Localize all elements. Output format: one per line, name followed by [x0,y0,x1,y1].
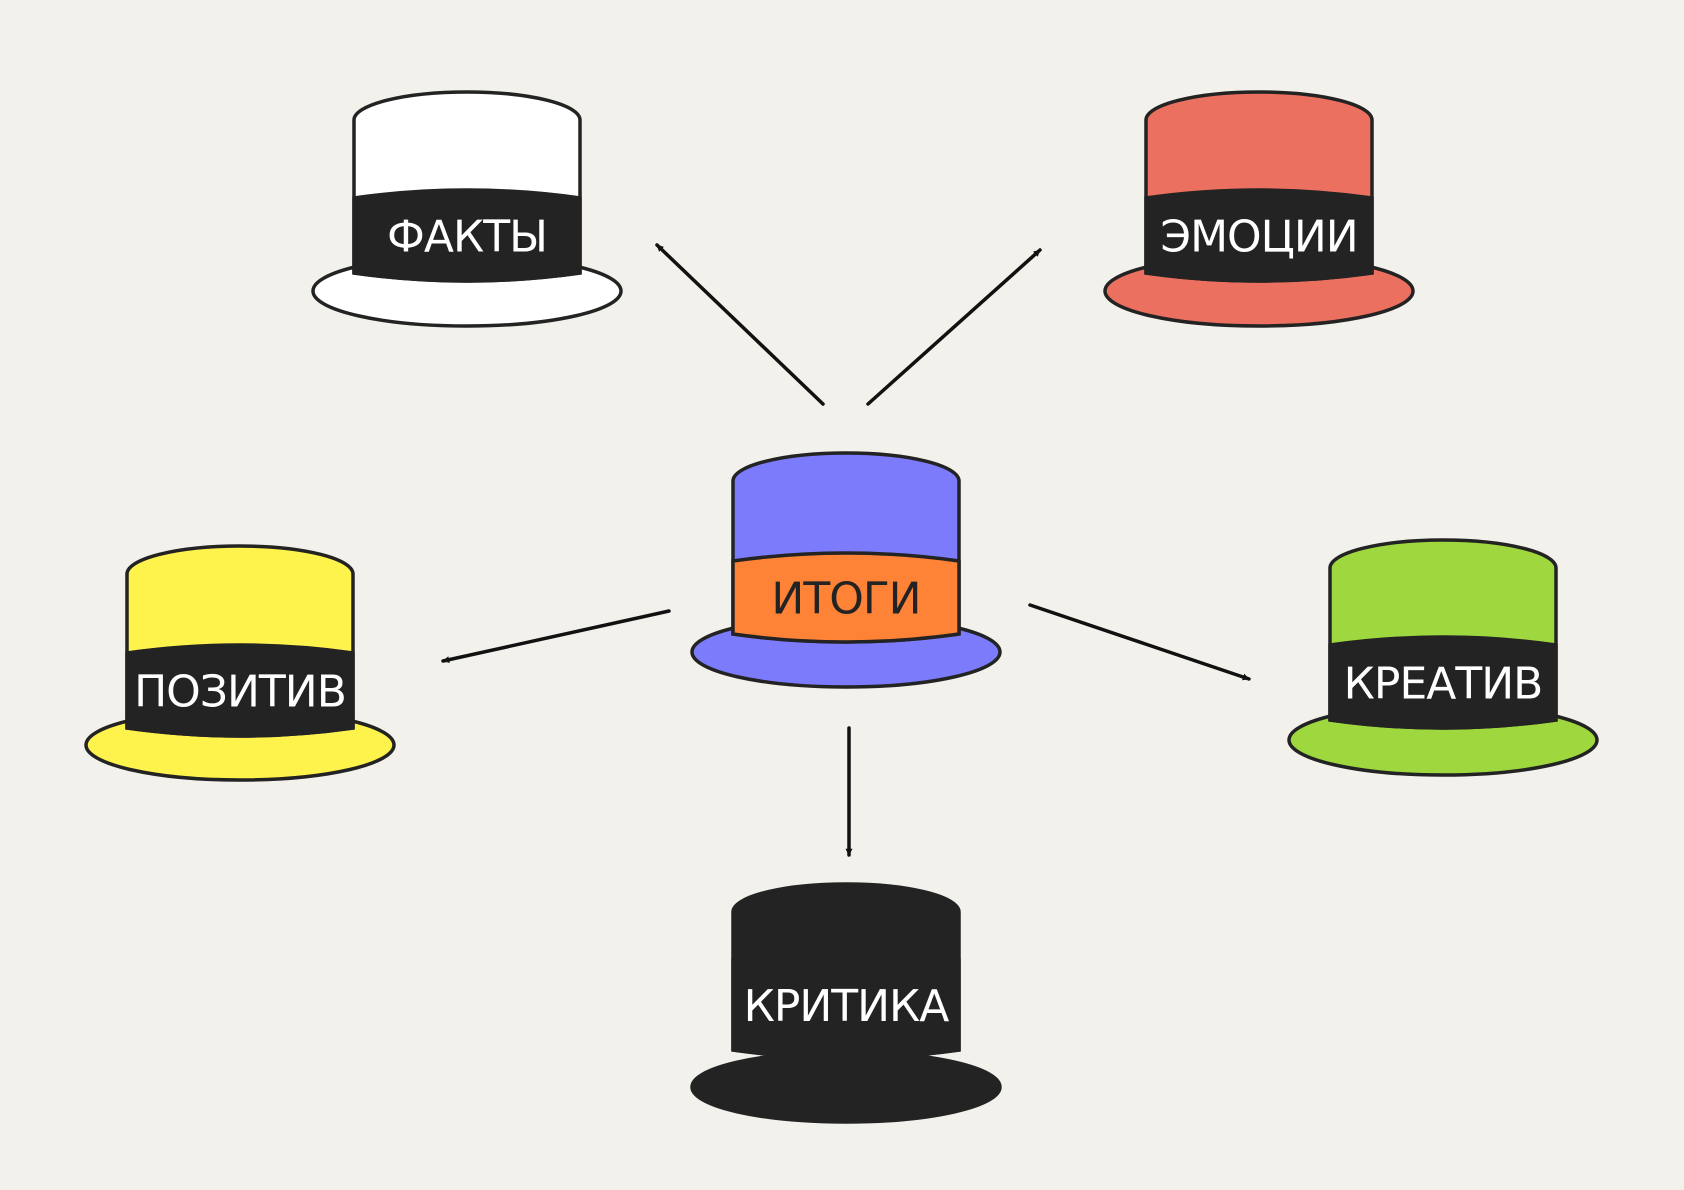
hat-label-summary: ИТОГИ [771,574,920,625]
hat-label-positive: ПОЗИТИВ [134,667,346,718]
hat-emotions: ЭМОЦИИ [1103,90,1415,328]
arrow-summary-to-creative [1028,603,1251,681]
hat-positive: ПОЗИТИВ [84,544,396,782]
arrow-summary-to-facts [655,243,825,406]
hat-brim [690,1050,1002,1124]
hat-summary: ИТОГИ [690,451,1002,689]
hat-label-facts: ФАКТЫ [387,212,547,263]
hat-label-creative: КРЕАТИВ [1344,659,1543,710]
hat-label-emotions: ЭМОЦИИ [1160,212,1357,263]
hat-creative: КРЕАТИВ [1287,538,1599,777]
hat-band [352,188,582,283]
hat-band [125,643,355,738]
hats-layer: ФАКТЫ ЭМОЦИИ ИТОГИ ПОЗИТИВ КРЕАТИВ КРИТИКА [84,90,1599,1124]
hat-band [731,551,961,644]
hat-band [1144,188,1374,283]
hat-criticism: КРИТИКА [690,882,1002,1124]
hat-band [731,950,961,1060]
hat-label-criticism: КРИТИКА [744,981,950,1032]
arrow-summary-to-positive [441,609,671,664]
arrows-layer [441,243,1251,857]
arrow-summary-to-emotions [866,248,1042,406]
hat-facts: ФАКТЫ [311,90,623,328]
hat-band [1328,635,1558,730]
